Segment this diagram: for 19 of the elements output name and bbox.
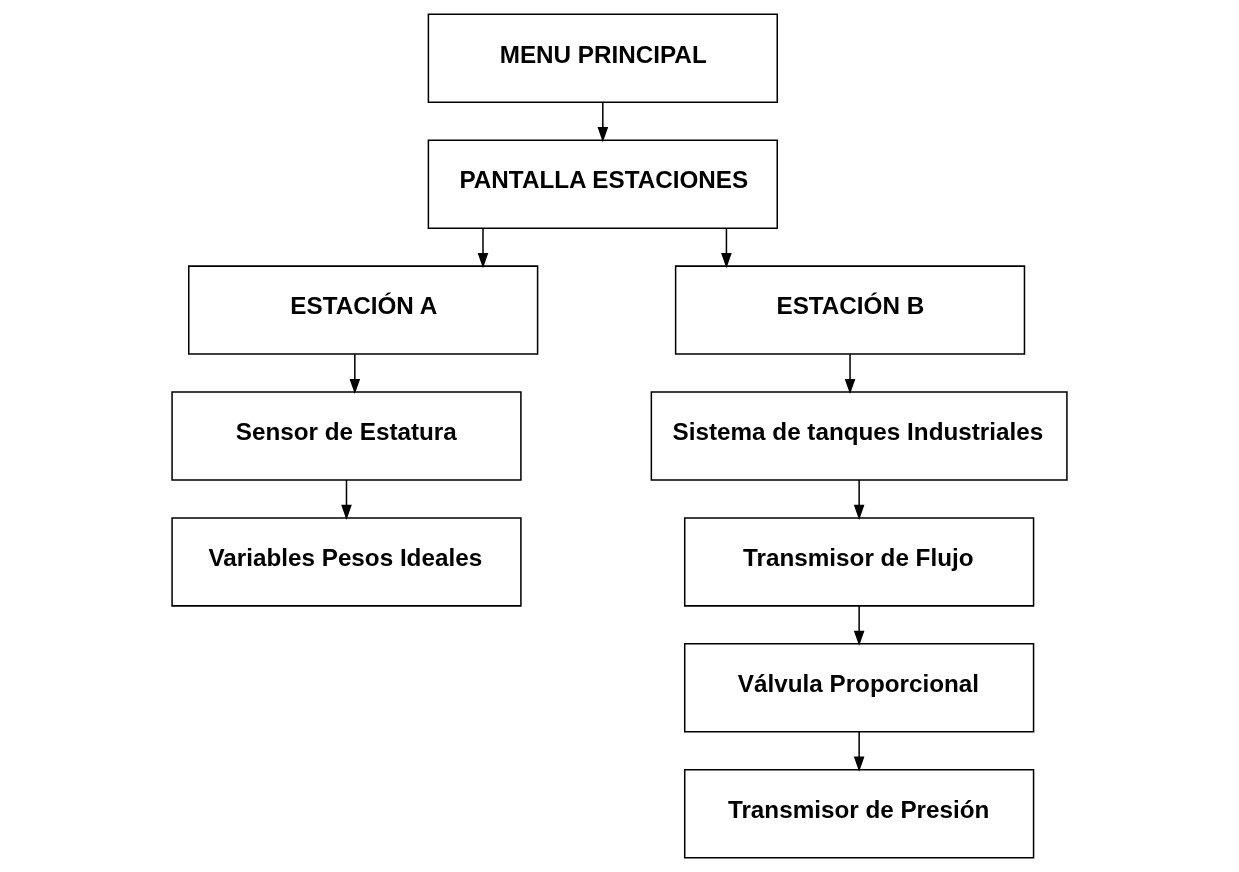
arrow	[341, 479, 352, 520]
node-box: PANTALLA ESTACIONES	[427, 139, 778, 229]
node-box: Sensor de Estatura	[171, 391, 522, 481]
node-box: Sistema de tanques Industriales	[650, 391, 1068, 481]
arrow	[477, 227, 489, 269]
node-box: ESTACIÓN A	[188, 265, 539, 355]
node-box: Variables Pesos Ideales	[171, 517, 522, 607]
node-box: Transmisor de Presión	[683, 768, 1035, 859]
arrow	[349, 353, 361, 395]
arrow	[853, 731, 865, 772]
arrow	[844, 353, 856, 395]
arrow	[597, 101, 609, 143]
arrow	[853, 605, 865, 646]
arrow	[721, 227, 732, 269]
node-box: Válvula Proporcional	[683, 643, 1035, 733]
arrow	[853, 479, 865, 520]
node-box: ESTACIÓN B	[674, 265, 1026, 355]
node-box: MENU PRINCIPAL	[427, 13, 778, 104]
node-box: Transmisor de Flujo	[683, 517, 1035, 607]
